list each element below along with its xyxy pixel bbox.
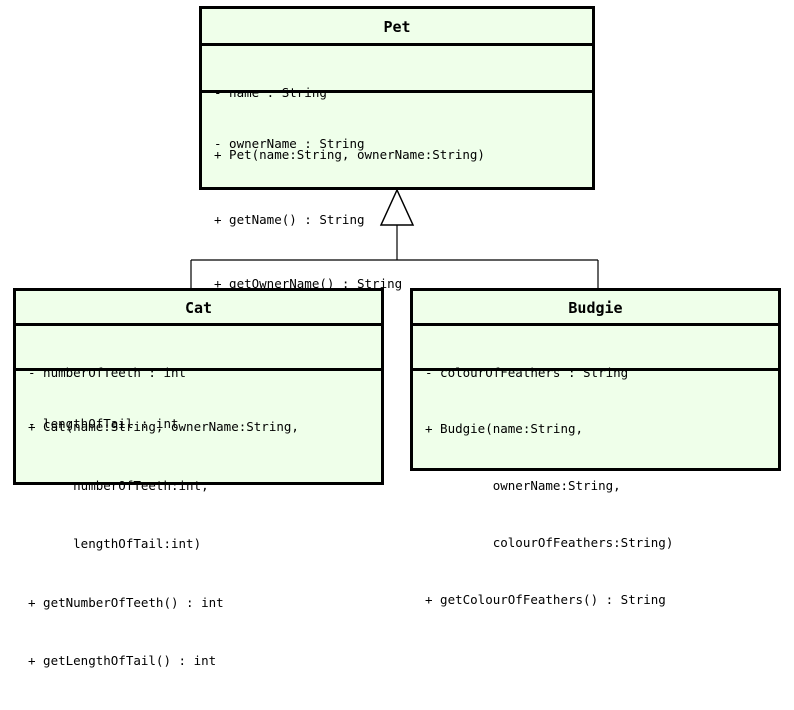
operation: + getOwnerName() : String (214, 276, 403, 291)
attribute: - name : String (214, 85, 327, 100)
class-pet-attributes: - name : String - ownerName : String (202, 46, 592, 151)
operation: + Budgie(name:String, (425, 421, 584, 436)
class-cat-attributes: - numberOfTeeth : int - lengthOfTail : i… (16, 326, 381, 431)
class-budgie-attributes: - colourOfFeathers : String (413, 326, 778, 380)
attribute: - numberOfTeeth : int (28, 365, 187, 380)
operation: ownerName:String, (425, 478, 621, 493)
attribute: - ownerName : String (214, 136, 365, 151)
class-budgie-operations: + Budgie(name:String, ownerName:String, … (413, 371, 778, 647)
class-budgie-name: Budgie (413, 291, 778, 326)
operation: numberOfTeeth:int, (28, 477, 209, 493)
class-pet-operations: + Pet(name:String, ownerName:String) + g… (202, 93, 592, 338)
operation: + Pet(name:String, ownerName:String) (214, 147, 485, 162)
operation: + Cat(name:String, ownerName:String, (28, 419, 299, 434)
operation: + getNumberOfTeeth() : int (28, 594, 224, 610)
attribute: - colourOfFeathers : String (425, 365, 629, 380)
class-pet: Pet - name : String - ownerName : String… (199, 6, 595, 291)
class-budgie: Budgie - colourOfFeathers : String + Bud… (410, 288, 781, 607)
inheritance-connectors (190, 188, 599, 288)
class-pet-name: Pet (202, 9, 592, 46)
class-cat: Cat - numberOfTeeth : int - lengthOfTail… (13, 288, 384, 668)
attribute: - lengthOfTail : int (28, 416, 179, 431)
operation: + getLengthOfTail() : int (28, 653, 217, 668)
operation: colourOfFeathers:String) (425, 535, 674, 550)
operation: lengthOfTail:int) (28, 536, 202, 551)
class-cat-name: Cat (16, 291, 381, 326)
class-cat-operations: + Cat(name:String, ownerName:String, num… (16, 371, 381, 710)
operation: + getColourOfFeathers() : String (425, 592, 666, 607)
operation: + getName() : String (214, 211, 365, 227)
